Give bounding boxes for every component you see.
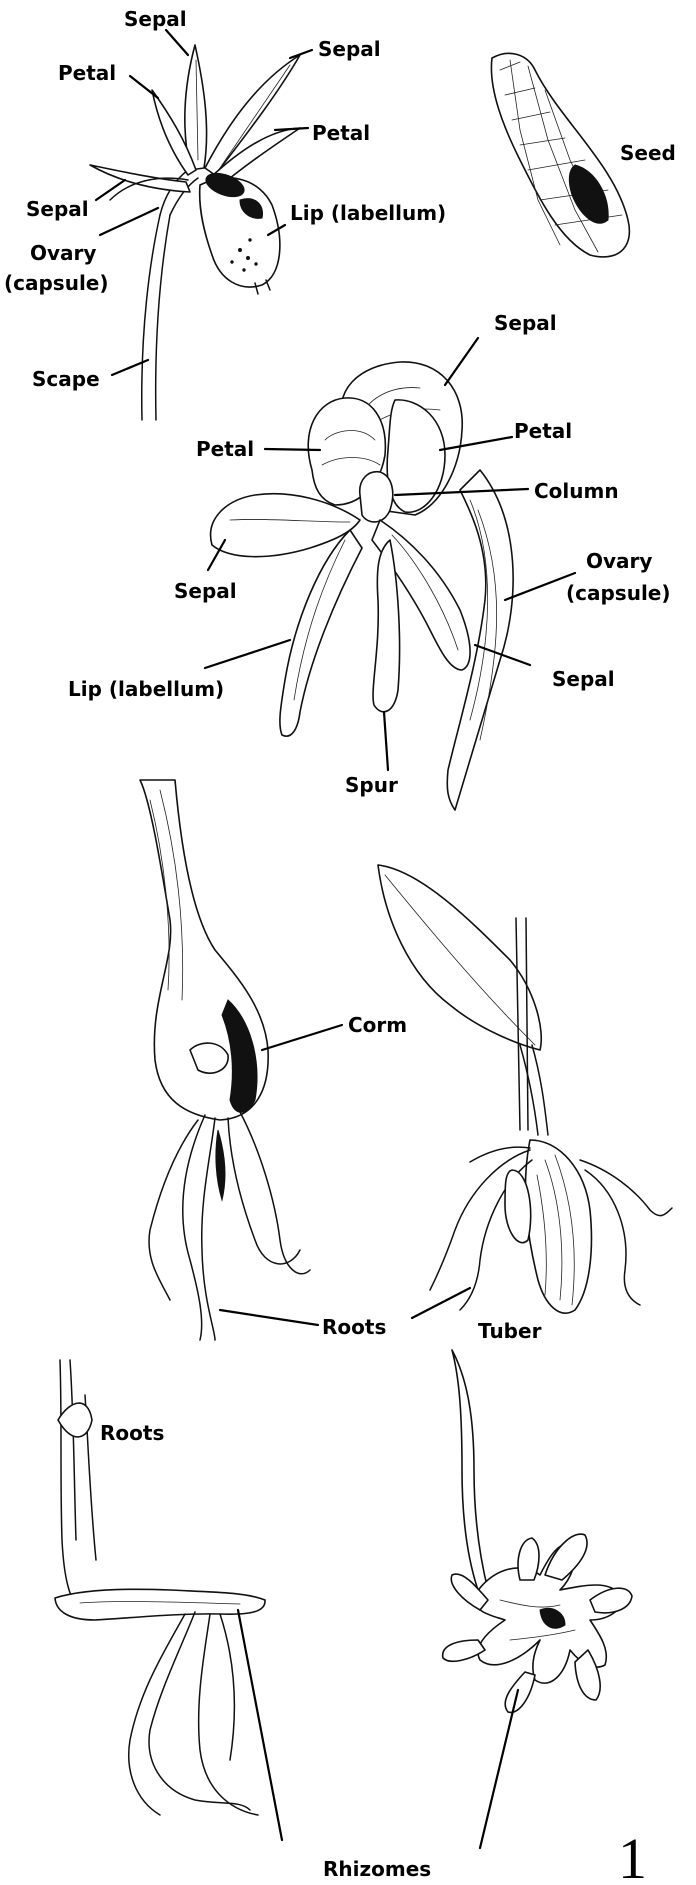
label-f2-sepal-left: Sepal	[174, 579, 237, 603]
label-roots-bottom: Roots	[100, 1421, 164, 1445]
label-roots-mid: Roots	[322, 1315, 386, 1339]
label-f2-petal-left: Petal	[196, 437, 254, 461]
label-lip: Lip (labellum)	[290, 201, 446, 225]
label-sepal-top: Sepal	[124, 7, 187, 31]
seed-illustration	[491, 53, 629, 257]
label-scape: Scape	[32, 367, 100, 391]
label-petal-right: Petal	[312, 121, 370, 145]
corm-illustration	[140, 780, 310, 1340]
rhizome-plant-right-illustration	[443, 1350, 632, 1712]
label-f2-petal-right: Petal	[514, 419, 572, 443]
label-seed: Seed	[620, 141, 676, 165]
label-petal-left: Petal	[58, 61, 116, 85]
label-f2-column: Column	[534, 479, 619, 503]
tuber-illustration	[378, 865, 672, 1313]
label-sepal-left: Sepal	[26, 197, 89, 221]
flower-1-illustration	[90, 45, 300, 420]
label-ovary-line1: Ovary	[30, 241, 96, 265]
label-ovary-line2: (capsule)	[4, 271, 109, 295]
page-number: 1	[618, 1826, 647, 1885]
label-f2-ovary-line2: (capsule)	[566, 581, 671, 605]
flower-2-illustration	[211, 362, 514, 810]
label-f2-spur: Spur	[345, 773, 398, 797]
label-f2-lip: Lip (labellum)	[68, 677, 224, 701]
label-sepal-right: Sepal	[318, 37, 381, 61]
label-rhizomes: Rhizomes	[323, 1857, 431, 1881]
label-corm: Corm	[348, 1013, 407, 1037]
label-f2-sepal-right: Sepal	[552, 667, 615, 691]
label-tuber: Tuber	[478, 1319, 542, 1343]
label-f2-sepal-top: Sepal	[494, 311, 557, 335]
label-f2-ovary-line1: Ovary	[586, 549, 652, 573]
